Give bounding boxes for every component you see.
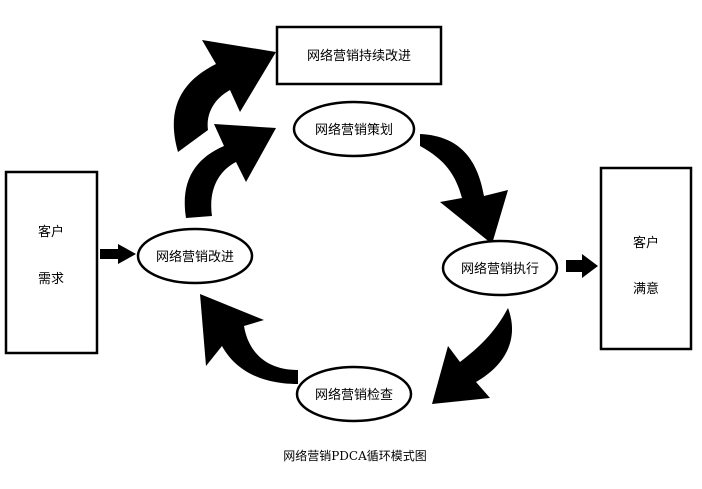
check-label: 网络营销检查 — [315, 387, 393, 403]
arrow-execution-to-satisfaction — [566, 254, 598, 278]
execution-node: 网络营销执行 — [441, 239, 559, 297]
diagram-caption: 网络营销PDCA循环模式图 — [283, 448, 427, 463]
arrow-improvement-to-planning — [184, 124, 276, 218]
customer-satisfaction-box: 客户 满意 — [599, 166, 693, 351]
execution-label: 网络营销执行 — [461, 261, 539, 277]
customer-needs-box: 客户 需求 — [4, 170, 99, 355]
arrow-check-to-improvement — [200, 294, 298, 384]
big-up-arrow — [173, 40, 276, 152]
continuous-improvement-box: 网络营销持续改进 — [275, 25, 443, 86]
continuous-improvement-label: 网络营销持续改进 — [307, 48, 411, 64]
customer-needs-line2: 需求 — [38, 272, 64, 287]
customer-satisfaction-line2: 满意 — [633, 281, 659, 297]
customer-satisfaction-line1: 客户 — [633, 235, 659, 251]
improvement-label: 网络营销改进 — [156, 249, 234, 265]
arrow-execution-to-check — [432, 308, 513, 404]
arrow-needs-to-improvement — [100, 244, 136, 264]
planning-label: 网络营销策划 — [315, 122, 393, 138]
planning-node: 网络营销策划 — [292, 100, 416, 158]
arrow-planning-to-execution — [420, 134, 508, 244]
improvement-node: 网络营销改进 — [136, 227, 254, 285]
check-node: 网络营销检查 — [295, 365, 413, 423]
customer-needs-line1: 客户 — [38, 224, 64, 240]
